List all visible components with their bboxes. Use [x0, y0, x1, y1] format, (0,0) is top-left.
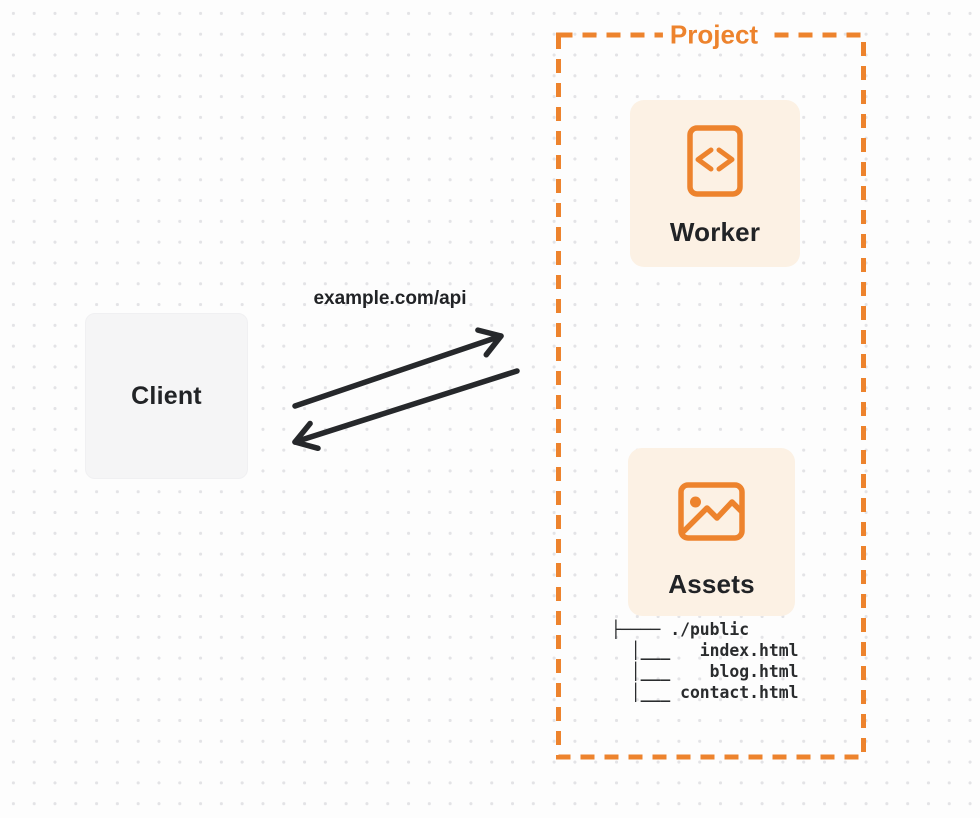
tree-line-index: │___ index.html: [611, 641, 799, 660]
client-node: Client: [85, 313, 248, 479]
tree-line-contact: │___ contact.html: [611, 683, 799, 702]
assets-file-tree: ├──── ./public │___ index.html │___ blog…: [611, 619, 799, 703]
assets-label: Assets: [668, 569, 755, 599]
worker-node: Worker: [630, 100, 800, 267]
request-url-label: example.com/api: [313, 288, 467, 309]
code-file-icon: [687, 125, 743, 202]
assets-node: Assets: [628, 448, 795, 616]
project-label: Project: [662, 19, 766, 51]
tree-line-public: ├──── ./public: [611, 620, 750, 639]
response-arrow: [292, 368, 520, 452]
worker-label: Worker: [669, 217, 761, 247]
image-icon: [678, 482, 745, 546]
request-arrow: [292, 327, 504, 409]
client-label: Client: [131, 381, 202, 410]
tree-line-blog: │___ blog.html: [611, 662, 799, 681]
